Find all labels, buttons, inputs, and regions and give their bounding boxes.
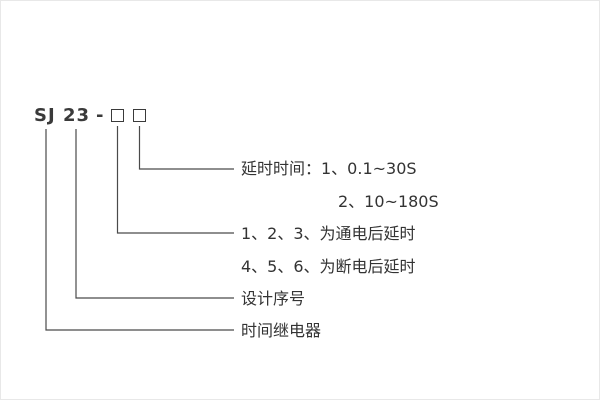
option-box-second: [133, 109, 146, 122]
connector-power-delay-line: [116, 126, 234, 234]
model-separator: -: [96, 105, 105, 126]
label-design-serial: 设计序号: [241, 289, 306, 308]
option-box-first: [111, 109, 124, 122]
connector-design-serial-line: [75, 129, 234, 299]
label-delay-time-option-2: 2、10~180S: [338, 192, 439, 211]
model-series: 23: [63, 105, 91, 126]
label-power-off-delay: 4、5、6、为断电后延时: [241, 257, 416, 276]
label-time-relay: 时间继电器: [241, 321, 322, 340]
model-prefix: SJ: [34, 105, 56, 126]
label-power-on-delay: 1、2、3、为通电后延时: [241, 224, 416, 243]
connector-time-relay-line: [45, 129, 234, 331]
label-delay-time: 延时时间：1、0.1~30S: [241, 159, 417, 178]
connector-delay-time-line: [138, 126, 234, 170]
